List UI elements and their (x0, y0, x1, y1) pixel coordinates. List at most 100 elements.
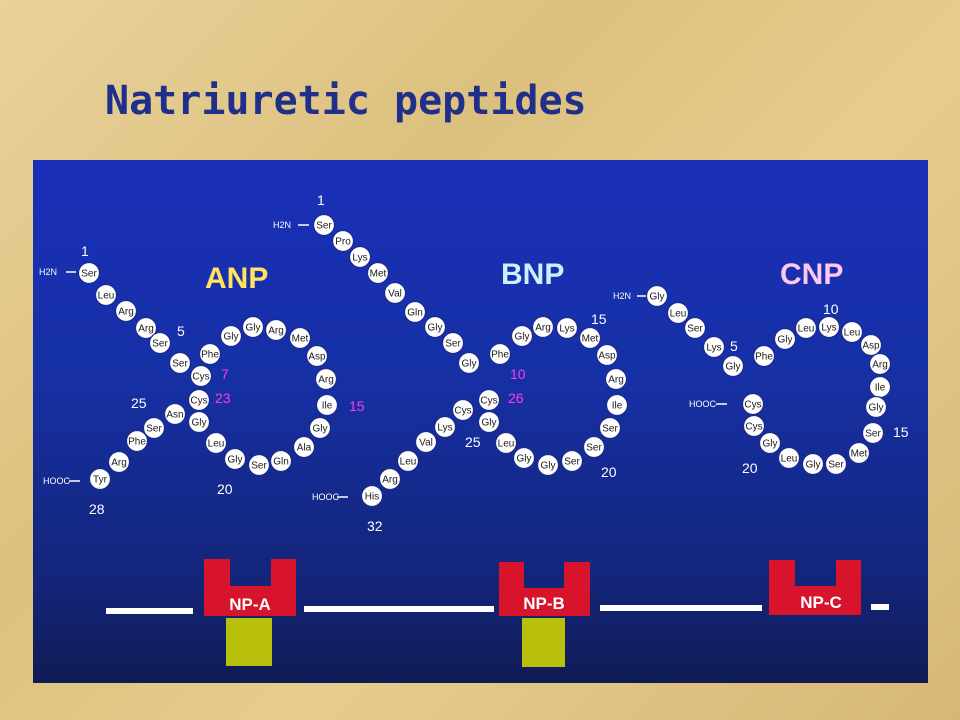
anp-c-terminus: HOOC (43, 476, 71, 486)
anp-residue: Gly (241, 315, 265, 339)
residue-label: Pro (335, 237, 351, 248)
residue-label: Cys (192, 372, 209, 383)
residue-bead (512, 446, 536, 470)
cnp-number: 5 (730, 338, 738, 354)
anp-number-highlight: 7 (221, 366, 229, 382)
cnp-residue: Gly (864, 395, 888, 419)
residue-bead (604, 367, 628, 391)
anp-residue: Phe (125, 429, 149, 453)
residue-bead (396, 449, 420, 473)
anp-residue: Gly (223, 447, 247, 471)
cnp-residue: Leu (666, 301, 690, 325)
residue-label: Cys (480, 396, 497, 407)
residue-bead (868, 352, 892, 376)
residue-label: Lys (559, 324, 574, 335)
cnp-n-terminus: H2N (613, 291, 631, 301)
residue-label: Val (388, 289, 402, 300)
anp-residue: Asn (163, 402, 187, 426)
bnp-residue: Val (383, 281, 407, 305)
residue-label: Leu (498, 439, 515, 450)
bnp-residue: Gly (536, 453, 560, 477)
anp-number: 25 (131, 395, 147, 411)
residue-label: Gly (778, 335, 793, 346)
residue-label: Leu (208, 439, 225, 450)
residue-label: Ser (81, 269, 97, 280)
residue-bead (189, 364, 213, 388)
anp-residue: Ser (142, 416, 166, 440)
residue-label: Ile (875, 383, 886, 394)
residue-label: Met (292, 334, 309, 345)
residue-label: Leu (670, 309, 687, 320)
residue-label: Lys (437, 423, 452, 434)
residue-bead (348, 245, 372, 269)
residue-label: Ser (865, 429, 881, 440)
cnp-residue: Asp (859, 333, 883, 357)
residue-bead (494, 431, 518, 455)
residue-bead (148, 331, 172, 355)
residue-label: Leu (98, 291, 115, 302)
bnp-residue: Phe (488, 342, 512, 366)
residue-label: Ile (322, 401, 333, 412)
bnp-residue: Met (366, 261, 390, 285)
bnp-residue: Lys (348, 245, 372, 269)
residue-label: Cys (745, 422, 762, 433)
anp-number-highlight: 23 (215, 390, 231, 406)
residue-bead (241, 315, 265, 339)
cnp-residue: Ser (861, 421, 885, 445)
page-title: Natriuretic peptides (105, 78, 587, 124)
residue-bead (752, 344, 776, 368)
residue-bead (721, 354, 745, 378)
residue-label: Ser (316, 221, 332, 232)
receptor-label: NP-C (800, 593, 842, 612)
cnp-residue: Cys (741, 392, 765, 416)
residue-label: Gly (763, 439, 778, 450)
residue-label: Tyr (93, 475, 108, 486)
receptor-npc: NP-C (769, 560, 861, 615)
bnp-residue: Gly (477, 410, 501, 434)
residue-label: Arg (535, 323, 551, 334)
residue-label: Asp (308, 352, 326, 363)
diagram-panel: ANP H2N HOOC 1 5 25 28 20 7 23 15 BNP H2… (33, 160, 928, 683)
anp-residue: Ser (148, 331, 172, 355)
residue-bead (125, 429, 149, 453)
anp-number: 5 (177, 323, 185, 339)
residue-label: Gly (515, 332, 530, 343)
bnp-residue: Ser (598, 416, 622, 440)
residue-bead (378, 467, 402, 491)
residue-bead (861, 421, 885, 445)
residue-bead (457, 351, 481, 375)
residue-bead (477, 410, 501, 434)
residue-bead (187, 388, 211, 412)
residue-bead (794, 316, 818, 340)
residue-bead (198, 342, 222, 366)
cnp-residue: Gly (801, 452, 825, 476)
peptide-diagram: ANP H2N HOOC 1 5 25 28 20 7 23 15 BNP H2… (39, 192, 909, 667)
residue-bead (560, 449, 584, 473)
residue-bead (840, 320, 864, 344)
residue-bead (773, 327, 797, 351)
residue-bead (433, 415, 457, 439)
residue-label: Phe (755, 352, 773, 363)
bnp-residue: Gly (510, 324, 534, 348)
cnp-residue: Gly (758, 431, 782, 455)
residue-bead (114, 299, 138, 323)
cnp-residue: Leu (840, 320, 864, 344)
residue-bead (288, 326, 312, 350)
residue-label: Phe (491, 350, 509, 361)
cnp-residue: Lys (817, 315, 841, 339)
residue-label: Leu (400, 457, 417, 468)
residue-bead (531, 315, 555, 339)
residue-bead (817, 315, 841, 339)
receptor-label: NP-A (229, 595, 271, 614)
cnp-c-terminus: HOOC (689, 399, 717, 409)
residue-label: Gly (224, 332, 239, 343)
bnp-number: 15 (591, 311, 607, 327)
residue-bead (683, 316, 707, 340)
residue-bead (605, 393, 629, 417)
anp-residue: Asp (305, 344, 329, 368)
residue-label: Arg (111, 458, 127, 469)
residue-bead (305, 344, 329, 368)
anp-number: 20 (217, 481, 233, 497)
residue-bead (488, 342, 512, 366)
bnp-label: BNP (501, 258, 564, 291)
